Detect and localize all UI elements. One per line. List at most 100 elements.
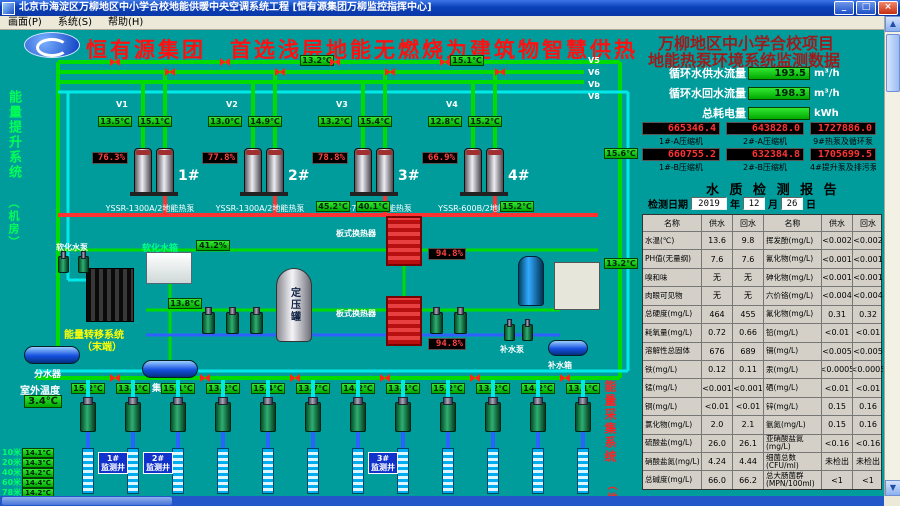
horizontal-scrollbar-thumb[interactable] xyxy=(2,497,172,505)
table-cell: 未检出 xyxy=(852,453,883,471)
led-display: 15.1℃ xyxy=(450,55,484,66)
scrollbar-thumb[interactable] xyxy=(886,34,900,92)
table-cell: 0.15 xyxy=(821,416,852,434)
depth-label: 40米 xyxy=(2,468,22,477)
unit-hot-pipe xyxy=(273,194,277,215)
unit-supply-temp-led: 13.5℃ xyxy=(98,116,132,127)
table-cell: <0.01 xyxy=(821,379,852,397)
valve-icon xyxy=(110,58,120,66)
depth-label: 60米 xyxy=(2,478,22,487)
valve-tag: V2 xyxy=(226,100,238,109)
date-day-input[interactable]: 26 xyxy=(781,197,803,210)
table-cell: 肉眼可见物 xyxy=(645,290,683,300)
monitor-well-text: 监测井 xyxy=(101,463,125,472)
table-cell: 66.2 xyxy=(732,471,763,489)
led-display: 94.8% xyxy=(428,338,466,350)
well-column xyxy=(442,448,454,494)
maximize-button[interactable]: □ xyxy=(856,1,876,15)
valve-icon xyxy=(290,374,300,382)
unit-return-temp-led: 14.9℃ xyxy=(248,116,282,127)
water-quality-report-title: 水 质 检 测 报 告 xyxy=(706,183,840,198)
softened-water-tank xyxy=(146,252,192,284)
pump-riser-pipe xyxy=(446,380,450,402)
table-header-row: 名称供水回水名称供水回水 xyxy=(643,215,881,231)
table-cell: <0.16 xyxy=(821,434,852,453)
table-cell: <0.01 xyxy=(732,397,763,416)
well-drop-pipe xyxy=(176,432,180,448)
scroll-up-icon[interactable]: ▲ xyxy=(885,16,900,32)
well-drop-pipe xyxy=(356,432,360,448)
monitor-well-text: 监测井 xyxy=(146,463,170,472)
table-cell: <0.001 xyxy=(852,268,883,287)
window-title: 北京市海淀区万柳地区中小学合校地能供暖中央空调系统工程 [恒有源集团万柳监控指挥… xyxy=(19,2,432,13)
table-cell: 464 xyxy=(701,305,732,324)
flow-unit: kWh xyxy=(814,107,839,119)
counter-display: 1727886.0 xyxy=(810,122,876,135)
valve-icon xyxy=(200,374,210,382)
pump-icon xyxy=(504,319,515,341)
unit-number-label: 1# xyxy=(178,168,200,184)
close-button[interactable]: × xyxy=(878,1,898,15)
minimize-button[interactable]: _ xyxy=(834,1,854,15)
valve-tag: V6 xyxy=(588,68,600,77)
valve-icon xyxy=(385,68,395,76)
table-cell: 9.8 xyxy=(732,232,763,250)
menu-item[interactable]: 系统(S) xyxy=(57,17,92,28)
plate-heat-exchanger xyxy=(386,216,422,266)
well-column xyxy=(577,448,589,494)
table-cell: 细菌总数(CFU/ml) xyxy=(763,453,821,471)
table-cell: PH值(无量纲) xyxy=(645,254,692,264)
led-display: 94.8% xyxy=(428,248,466,260)
compressor-cylinder xyxy=(354,148,372,194)
table-cell: 亚硝酸盐氮(mg/L) xyxy=(763,434,821,453)
makeup-water-tank xyxy=(548,340,588,356)
table-cell: 溶解性总固体 xyxy=(645,346,690,356)
well-pump-icon xyxy=(125,397,141,432)
unit-base xyxy=(460,192,508,196)
table-cell: 7.6 xyxy=(732,250,763,268)
unit-return-temp-led: 15.1℃ xyxy=(138,116,172,127)
valve-tag: V8 xyxy=(588,92,600,101)
date-year-input[interactable]: 2019 xyxy=(691,197,727,210)
horizontal-scrollbar[interactable] xyxy=(0,496,884,506)
date-month-input[interactable]: 12 xyxy=(743,197,765,210)
project-title-line2: 地能热泵环境系统监测数据 xyxy=(648,51,841,70)
valve-icon xyxy=(470,374,480,382)
well-drop-pipe xyxy=(86,432,90,448)
table-cell: 455 xyxy=(732,305,763,324)
menu-item[interactable]: 画面(P) xyxy=(8,17,42,28)
unit-return-temp-led: 15.2℃ xyxy=(468,116,502,127)
table-cell: <0.0005 xyxy=(852,360,883,379)
unit-model-label: YSSR-1300A/2地能热泵 xyxy=(105,204,195,213)
menu-item[interactable]: 帮助(H) xyxy=(108,17,144,28)
table-row: 肉眼可见物无无六价铬(mg/L)<0.004<0.004 xyxy=(643,286,883,305)
table-header-cell: 回水 xyxy=(852,215,883,231)
table-cell: <0.01 xyxy=(852,379,883,397)
table-cell: <0.005 xyxy=(821,342,852,360)
well-column xyxy=(532,448,544,494)
vertical-scrollbar[interactable]: ▲ ▼ xyxy=(884,16,900,496)
right-system-name: 能量采集系统 xyxy=(603,380,617,464)
scroll-down-icon[interactable]: ▼ xyxy=(885,480,900,496)
counter-label: 2#-A压缩机 xyxy=(743,137,787,146)
well-drop-pipe xyxy=(491,432,495,448)
table-cell: 总硬度(mg/L) xyxy=(645,309,693,319)
ground-temp-led: 14.3℃ xyxy=(22,458,54,468)
table-cell: 0.31 xyxy=(821,305,852,324)
table-cell: 水温(℃) xyxy=(645,235,675,245)
table-cell: 无 xyxy=(701,287,732,305)
well-pump-icon xyxy=(440,397,456,432)
table-cell: 2.1 xyxy=(732,416,763,434)
well-drop-pipe xyxy=(221,432,225,448)
table-cell: <0.005 xyxy=(852,342,883,360)
